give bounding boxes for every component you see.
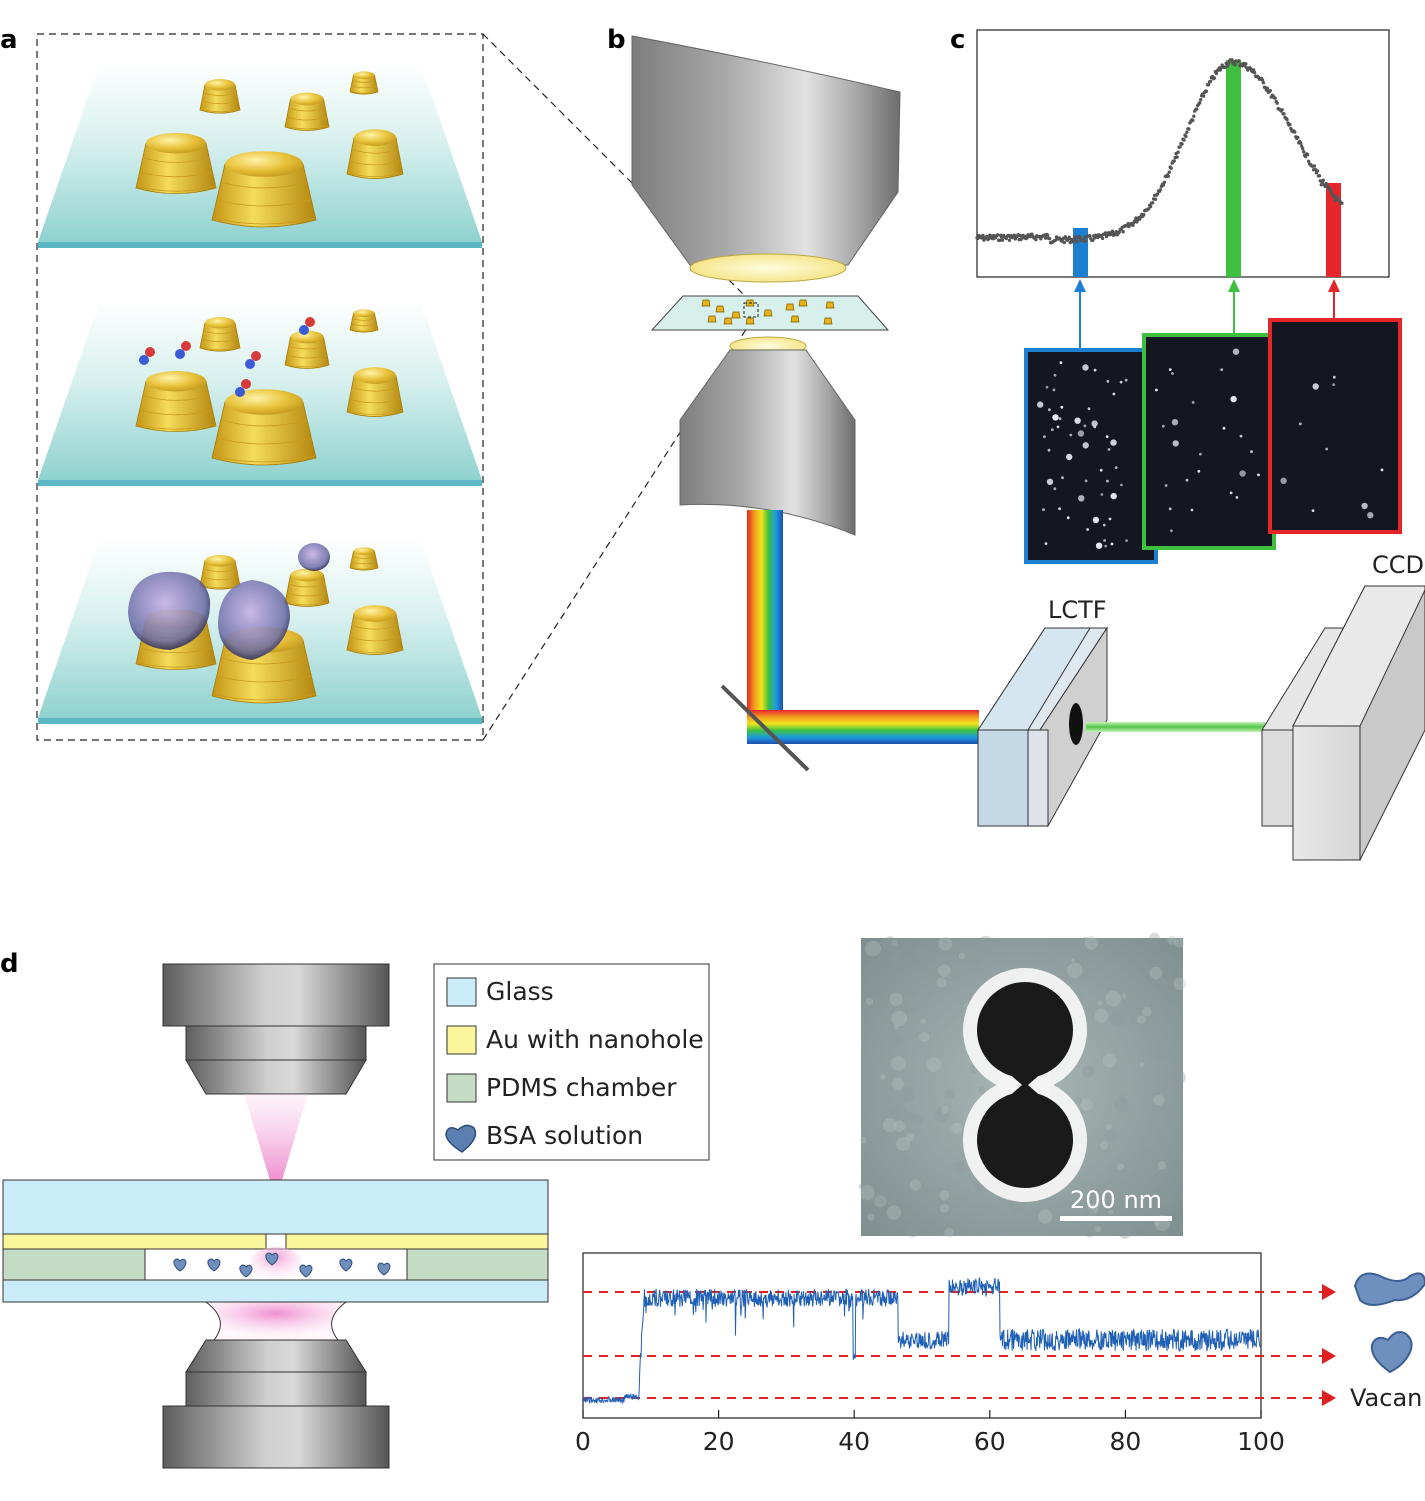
trap-glow bbox=[250, 1247, 302, 1281]
heart-icon bbox=[445, 1124, 477, 1153]
plate-2 bbox=[38, 300, 482, 486]
legend-label: Glass bbox=[486, 977, 554, 1006]
legend-swatch bbox=[446, 1025, 477, 1055]
panel-letter-d: d bbox=[0, 949, 19, 979]
ccd-label: CCD bbox=[1372, 551, 1424, 579]
spectral-beam-vertical bbox=[747, 510, 783, 732]
lctf-filter bbox=[977, 626, 1108, 828]
x-tick-label: 0 bbox=[575, 1427, 591, 1456]
red-band bbox=[1326, 183, 1341, 277]
scale-bar-label: 200 nm bbox=[1070, 1186, 1162, 1214]
plate-3 bbox=[38, 538, 482, 724]
x-tick-label: 60 bbox=[974, 1427, 1006, 1456]
state-label-vacant: Vacan bbox=[1350, 1384, 1422, 1412]
lower-objective bbox=[679, 336, 856, 536]
upper-objective bbox=[631, 35, 901, 283]
particle-spots bbox=[1037, 348, 1384, 549]
transmission-trace bbox=[582, 1276, 1262, 1405]
panel-letter-c: c bbox=[950, 25, 965, 55]
blue-band bbox=[1073, 228, 1088, 277]
state-lines bbox=[583, 1284, 1336, 1406]
legend-swatch bbox=[446, 977, 477, 1007]
scattering-spectrum bbox=[975, 58, 1344, 245]
pdms-right bbox=[406, 1248, 549, 1281]
sample-slide bbox=[650, 295, 890, 331]
panel-letter-a: a bbox=[0, 25, 18, 55]
image-red-channel bbox=[1268, 318, 1402, 534]
ccd-camera bbox=[1261, 585, 1425, 862]
nanostructure-plates bbox=[38, 62, 482, 724]
folded-protein-icon bbox=[1370, 1331, 1413, 1374]
mirror bbox=[720, 684, 810, 772]
zoom-box bbox=[36, 33, 484, 741]
green-band bbox=[1226, 60, 1241, 277]
glass-layer-bottom bbox=[2, 1279, 549, 1303]
legend-label: BSA solution bbox=[486, 1121, 643, 1150]
panel-letter-b: b bbox=[607, 25, 626, 55]
lctf-label: LCTF bbox=[1048, 596, 1107, 624]
x-tick-label: 20 bbox=[703, 1427, 735, 1456]
band-arrows bbox=[1074, 279, 1340, 350]
unfolded-protein-icon bbox=[1353, 1272, 1425, 1306]
image-blue-channel bbox=[1024, 348, 1158, 564]
trace-plot-frame bbox=[582, 1252, 1262, 1419]
excitation-cone bbox=[244, 1094, 308, 1180]
pdms-left bbox=[2, 1248, 146, 1281]
x-tick-label: 80 bbox=[1109, 1427, 1141, 1456]
gold-layer-right bbox=[285, 1233, 549, 1250]
plate-1 bbox=[38, 62, 482, 248]
bottom-objective bbox=[162, 1339, 390, 1469]
x-tick-label: 40 bbox=[838, 1427, 870, 1456]
spectral-beam-horizontal bbox=[747, 710, 979, 744]
x-axis-ticks: 0 20 40 60 80 100 bbox=[575, 1410, 1285, 1456]
legend-box bbox=[433, 963, 710, 1161]
top-objective bbox=[162, 963, 390, 1095]
legend-label: PDMS chamber bbox=[486, 1073, 677, 1102]
filtered-beam bbox=[1086, 722, 1266, 732]
x-tick-label: 100 bbox=[1237, 1427, 1285, 1456]
gold-layer-left bbox=[2, 1233, 267, 1250]
legend-swatch bbox=[446, 1073, 477, 1103]
scale-bar bbox=[1060, 1216, 1172, 1221]
immersion-oil bbox=[204, 1301, 348, 1341]
bsa-molecules bbox=[173, 1252, 391, 1278]
sem-micrograph: 200 nm bbox=[858, 932, 1187, 1239]
image-green-channel bbox=[1142, 333, 1276, 550]
glass-layer-top bbox=[2, 1179, 549, 1235]
legend-label: Au with nanohole bbox=[486, 1025, 704, 1054]
